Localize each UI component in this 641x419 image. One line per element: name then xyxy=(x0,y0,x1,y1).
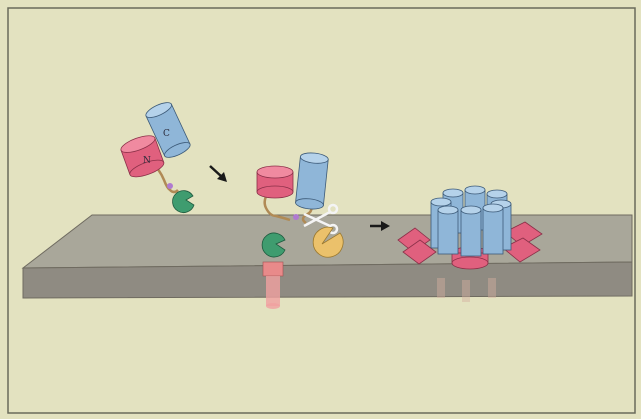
c-domain-cylinder xyxy=(295,152,329,211)
c-terminus-label: C xyxy=(163,129,170,139)
c-domain-barrel xyxy=(431,186,511,256)
cleavage-site-dot xyxy=(167,183,173,189)
stage-1-precursor: N C xyxy=(119,100,194,213)
cleavage-site-dot xyxy=(293,214,299,220)
n-domain-cylinder xyxy=(257,166,293,198)
receptor-domain xyxy=(173,191,194,213)
membrane-front-face xyxy=(23,262,632,298)
n-terminus-label: N xyxy=(143,156,151,166)
arrow-icon xyxy=(210,166,227,182)
figure-border xyxy=(8,8,635,413)
membrane-anchor xyxy=(263,262,283,309)
